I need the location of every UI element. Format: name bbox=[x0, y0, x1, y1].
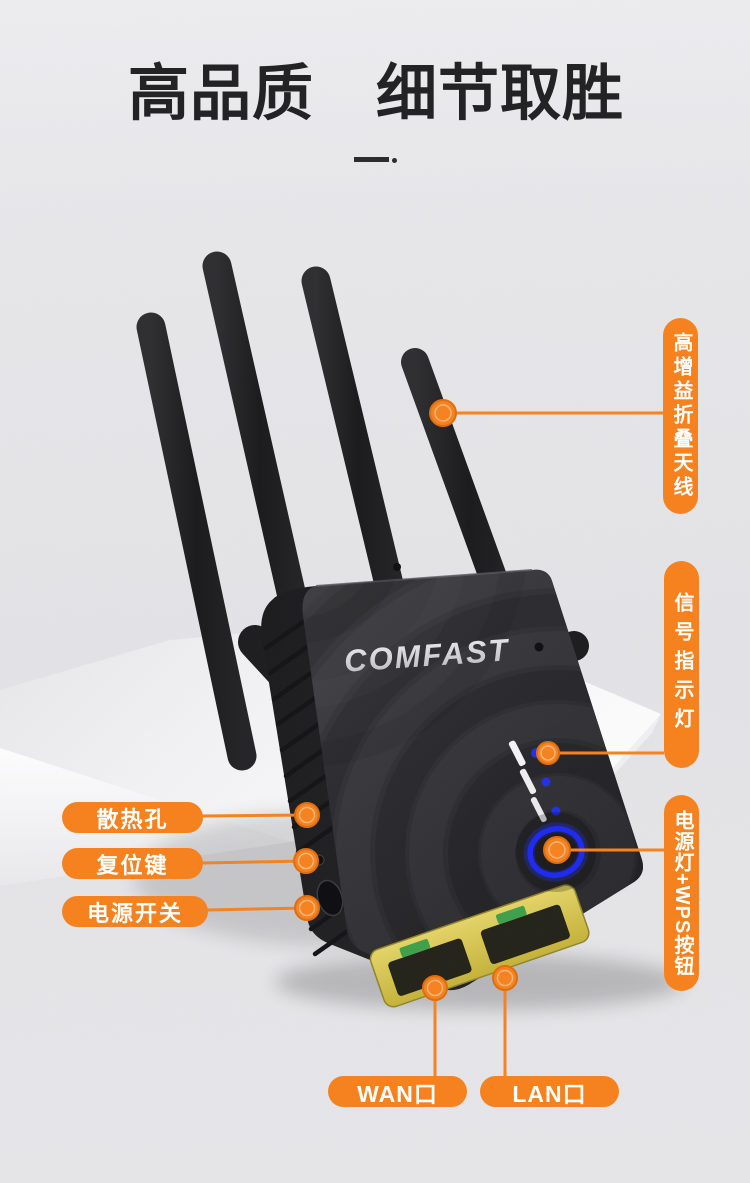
callout-line-vents bbox=[201, 813, 308, 818]
antenna-2 bbox=[202, 251, 318, 660]
antenna-hinge-dot-right bbox=[534, 642, 544, 652]
callout-label-lan-port: LAN口 bbox=[480, 1076, 619, 1107]
callout-line-switch bbox=[206, 906, 308, 912]
callout-dot-wps bbox=[543, 836, 571, 864]
callout-label-wan-port: WAN口 bbox=[328, 1076, 467, 1107]
callout-dot-vents bbox=[294, 802, 320, 828]
led-dot-2 bbox=[541, 777, 551, 787]
page-title: 高品质 细节取胜 bbox=[128, 59, 625, 127]
antenna-3 bbox=[301, 266, 415, 645]
callout-dot-lan bbox=[492, 965, 518, 991]
title-underline-dot bbox=[392, 158, 397, 163]
callout-label-signal-led: 信号指示灯 bbox=[664, 561, 699, 768]
callout-line-reset bbox=[201, 859, 307, 865]
callout-dot-wan bbox=[422, 975, 448, 1001]
callout-label-antenna: 高增益折叠天线 bbox=[663, 318, 698, 514]
callout-label-power-wps: 电源灯+WPS按钮 bbox=[664, 795, 699, 991]
callout-dot-antenna bbox=[429, 399, 457, 427]
callout-dot-reset bbox=[293, 848, 319, 874]
callout-dot-switch bbox=[294, 895, 320, 921]
antenna-hinge-dot-left bbox=[393, 563, 401, 571]
callout-label-power-switch: 电源开关 bbox=[62, 896, 208, 927]
callout-label-reset: 复位键 bbox=[62, 848, 203, 879]
callout-label-vents: 散热孔 bbox=[62, 802, 203, 833]
title-underline-dash bbox=[354, 157, 389, 162]
